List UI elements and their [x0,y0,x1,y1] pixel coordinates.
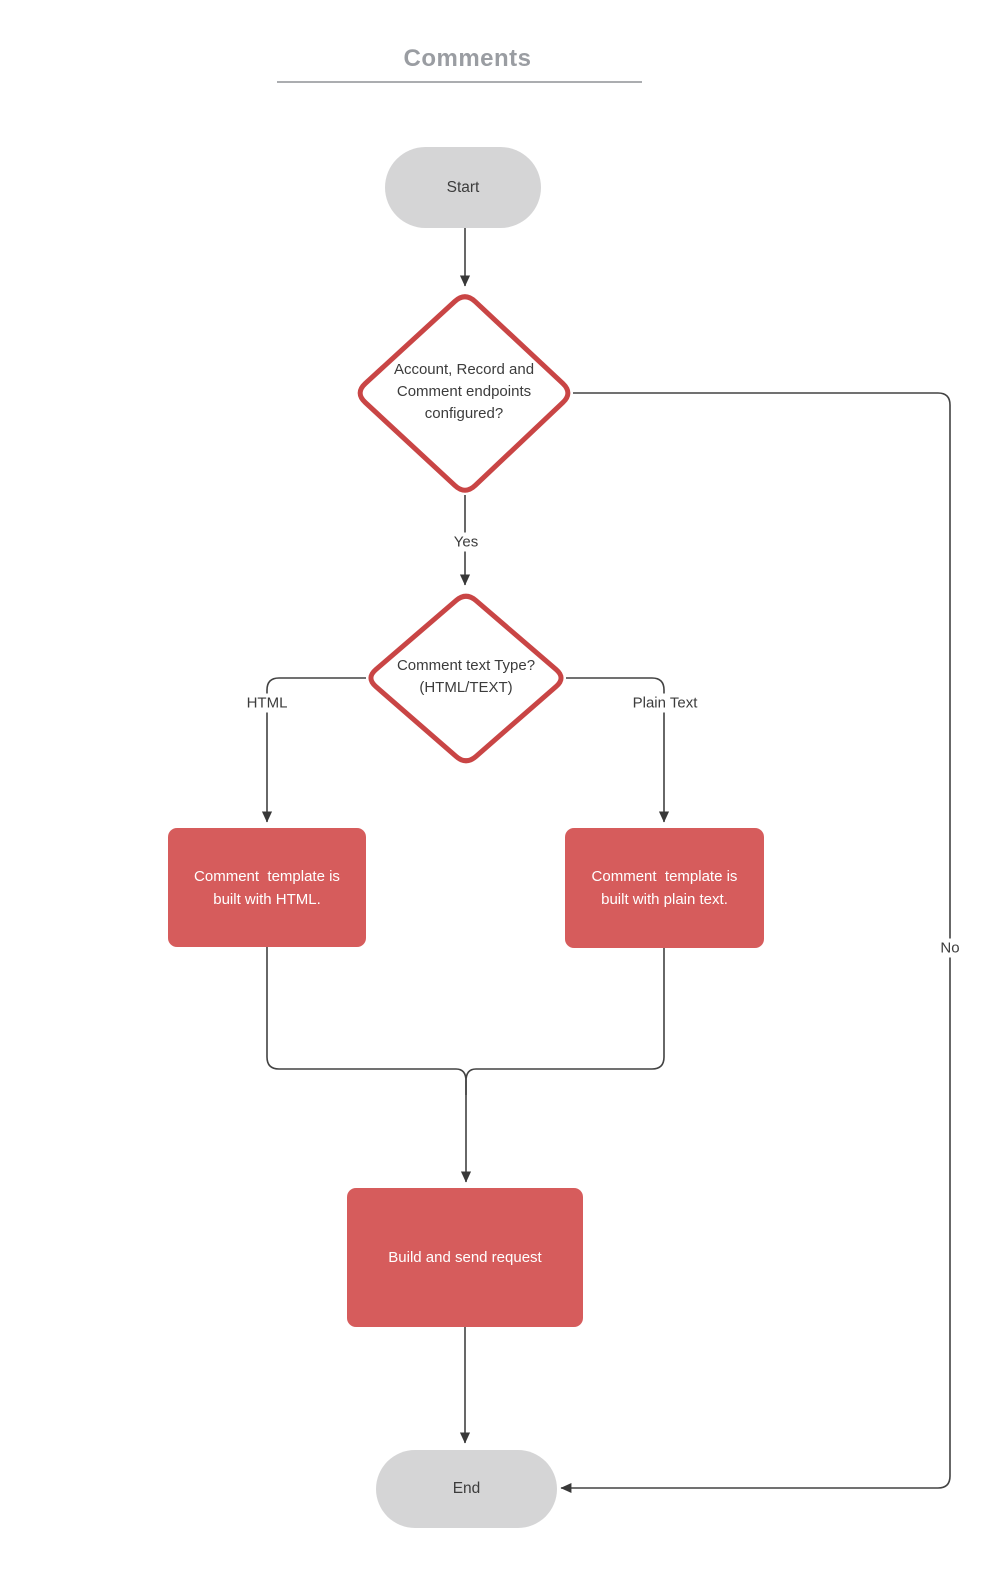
page-title: Comments [277,36,642,83]
plain-template-line1: Comment template is [591,868,738,885]
edge-texttype-html-branch [261,677,366,823]
end-node: End [376,1450,557,1528]
end-node-label: End [452,1480,481,1497]
start-node: Start [385,147,541,228]
texttype-decision-shape [368,593,564,764]
html-template-process: Comment template is built with HTML. [168,828,366,947]
html-template-line2: built with HTML. [213,890,321,908]
html-edge-label: HTML [242,693,292,713]
plain-template-line2: built with plain text. [601,891,728,908]
edge-html-process-to-build [266,947,472,1183]
endpoints-decision-shape [357,294,571,493]
start-node-label: Start [446,178,480,196]
build-request-label: Build and send request [388,1249,542,1266]
edge-texttype-plaintext-branch [566,677,670,823]
plaintext-edge-label: Plain Text [628,693,702,713]
plain-template-process: Comment template is built with plain tex… [565,828,764,948]
edge-plain-process-to-build [465,948,665,1095]
no-edge-label: No [936,938,964,958]
html-template-line1: Comment template is [194,867,340,885]
yes-edge-label: Yes [449,532,483,552]
build-request-process: Build and send request [347,1188,583,1327]
